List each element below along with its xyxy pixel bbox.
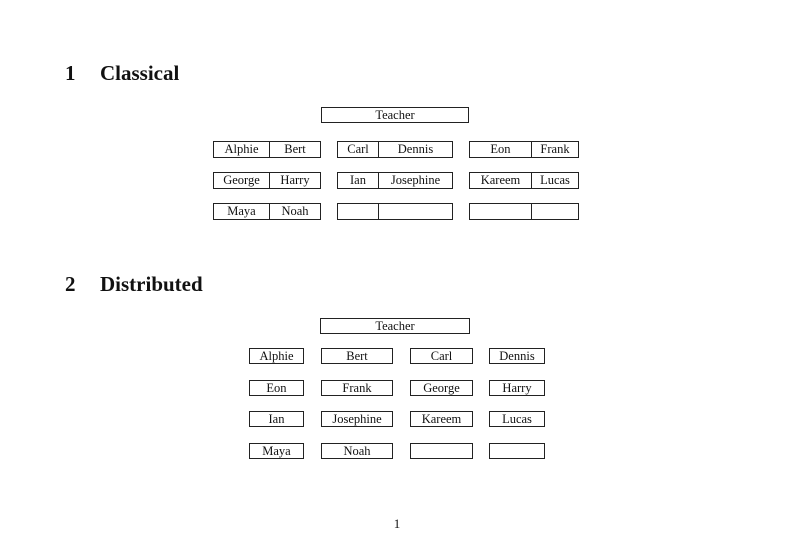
- student-box: Josephine: [321, 411, 393, 427]
- section-heading-classical: 1 Classical: [65, 62, 179, 84]
- student-box: Eon: [249, 380, 304, 396]
- desk-seat: Maya: [214, 204, 270, 219]
- desk-seat-empty: [470, 204, 532, 219]
- student-box: Maya: [249, 443, 304, 459]
- desk: Maya Noah: [213, 203, 321, 220]
- desk-empty: [337, 203, 453, 220]
- teacher-box: Teacher: [320, 318, 470, 334]
- desk: Kareem Lucas: [469, 172, 579, 189]
- desk-empty: [469, 203, 579, 220]
- teacher-label: Teacher: [375, 318, 415, 333]
- student-box: Frank: [321, 380, 393, 396]
- desk-seat: Noah: [281, 204, 309, 218]
- desk: George Harry: [213, 172, 321, 189]
- student-box-empty: [410, 443, 473, 459]
- student-box: Bert: [321, 348, 393, 364]
- desk-seat: Eon: [470, 142, 532, 157]
- desk-seat-empty: [532, 204, 578, 219]
- section-number: 2: [65, 272, 76, 296]
- student-box: Ian: [249, 411, 304, 427]
- student-box: George: [410, 380, 473, 396]
- desk-seat: Bert: [284, 142, 306, 156]
- desk-seat: Lucas: [540, 173, 570, 187]
- teacher-label: Teacher: [375, 107, 415, 122]
- desk-seat: Kareem: [470, 173, 532, 188]
- student-box: Noah: [321, 443, 393, 459]
- desk: Ian Josephine: [337, 172, 453, 189]
- desk: Carl Dennis: [337, 141, 453, 158]
- desk-seat: Dennis: [397, 142, 434, 156]
- desk: Alphie Bert: [213, 141, 321, 158]
- student-box-empty: [489, 443, 545, 459]
- student-box: Lucas: [489, 411, 545, 427]
- desk-seat-empty: [379, 204, 452, 219]
- section-heading-distributed: 2 Distributed: [65, 273, 203, 295]
- student-box: Alphie: [249, 348, 304, 364]
- desk-seat-empty: [338, 204, 379, 219]
- desk-seat: Carl: [338, 142, 379, 157]
- student-box: Carl: [410, 348, 473, 364]
- desk-seat: Josephine: [390, 173, 441, 187]
- desk-seat: George: [214, 173, 270, 188]
- desk: Eon Frank: [469, 141, 579, 158]
- student-box: Harry: [489, 380, 545, 396]
- section-title: Classical: [100, 61, 180, 85]
- student-box: Dennis: [489, 348, 545, 364]
- teacher-box: Teacher: [321, 107, 469, 123]
- desk-seat: Frank: [540, 142, 570, 156]
- desk-seat: Harry: [280, 173, 310, 187]
- desk-seat: Alphie: [214, 142, 270, 157]
- section-number: 1: [65, 61, 76, 85]
- section-title: Distributed: [100, 272, 203, 296]
- page-number: 1: [393, 516, 401, 531]
- student-box: Kareem: [410, 411, 473, 427]
- desk-seat: Ian: [338, 173, 379, 188]
